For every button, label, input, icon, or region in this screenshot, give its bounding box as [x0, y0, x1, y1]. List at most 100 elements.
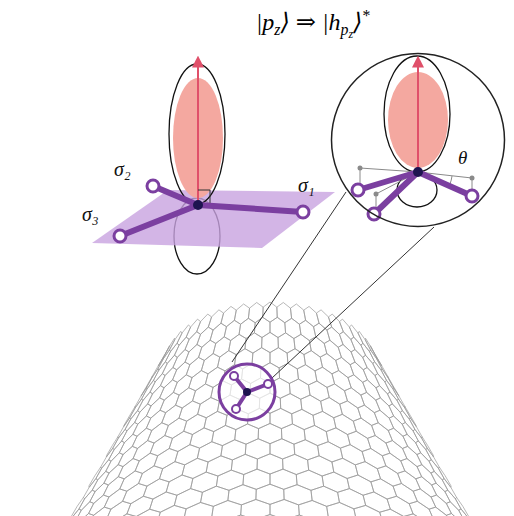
hexagon-cell [304, 306, 319, 326]
magnifier-circle: θ [330, 52, 506, 228]
hexagon-cell [234, 304, 249, 324]
hexagon-cell [133, 509, 161, 516]
formula-part: ⟩ ⇒ |h [280, 9, 340, 35]
hexagon-cell [338, 489, 366, 509]
hexagon-cell [362, 448, 386, 468]
hexagon-cell [135, 453, 158, 473]
hexagon-cell [165, 343, 179, 363]
hexagon-cell [158, 350, 170, 370]
hexagon-cell [201, 354, 219, 374]
hexagon-cell [376, 386, 392, 406]
hexagon-cell [184, 502, 213, 516]
hexagon-cell [257, 454, 283, 474]
hexagon-cell [354, 505, 383, 516]
hexagon-cell [308, 381, 329, 401]
hexagon-cell [432, 483, 451, 503]
hexagon-cell [148, 386, 164, 406]
hexagon-cell [431, 495, 451, 515]
hexagon-cell [327, 384, 347, 404]
hexagon-cell [189, 371, 208, 391]
hexagon-cell [109, 441, 125, 461]
hexagon-cell [409, 418, 422, 438]
hexagon-cell [184, 414, 207, 434]
hexagon-cell [442, 479, 456, 499]
graphene-mesh [14, 302, 514, 516]
hexagon-cell [208, 310, 223, 330]
hexagon-cell [74, 514, 94, 516]
hexagon-cell [113, 429, 127, 449]
magnified-orbital [330, 52, 506, 228]
hexagon-cell [285, 515, 316, 516]
hexagon-cell [446, 502, 464, 516]
hexagon-cell [96, 460, 111, 480]
hexagon-cell [389, 416, 407, 436]
hexagon-cell [339, 319, 353, 339]
hexagon-cell [89, 507, 111, 516]
hexagon-cell [321, 398, 343, 418]
hexagon-cell [315, 367, 335, 387]
hexagon-cell [119, 434, 137, 454]
hexagon-cell [340, 401, 361, 421]
hexagon-cell [241, 499, 270, 516]
hexagon-cell [299, 320, 315, 340]
hexagon-cell [118, 418, 131, 438]
hexagon-cell [417, 453, 434, 473]
hexagon-cell [389, 404, 405, 424]
hexagon-cell [304, 351, 323, 371]
hexagon-cell [130, 399, 143, 419]
hexagon-cell [142, 380, 156, 400]
hexagon-cell [162, 405, 182, 425]
hexagon-cell [258, 423, 282, 443]
hexagon-cell [169, 431, 192, 451]
formula-part: p [340, 21, 348, 38]
hexagon-cell [299, 500, 329, 516]
hexagon-cell [339, 332, 355, 352]
hexagon-cell [381, 369, 393, 389]
hexagon-cell [157, 505, 186, 516]
hexagon-cell [363, 492, 390, 512]
hexagon-cell [332, 371, 351, 391]
hexagon-cell [416, 477, 437, 497]
hexagon-cell [270, 499, 299, 516]
hexagon-cell [133, 416, 151, 436]
hexagon-cell [429, 460, 444, 480]
hexagon-cell [304, 425, 328, 445]
hexagon-cell [150, 492, 177, 512]
hexagon-cell [349, 325, 363, 345]
hexagon-cell [403, 434, 421, 454]
hexagon-cell [262, 332, 279, 352]
hexagon-cell [397, 399, 410, 419]
hexagon-cell [212, 500, 242, 516]
hexagon-cell [326, 428, 350, 448]
hexagon-cell [173, 350, 189, 370]
hexagon-cell [426, 448, 439, 468]
hexagon-cell [446, 514, 466, 516]
hexagon-cell [413, 429, 427, 449]
hexagon-cell [387, 392, 402, 412]
hexagon-cell [297, 365, 317, 385]
formula-part: * [362, 7, 370, 24]
hexagon-cell [370, 350, 382, 370]
hexagon-cell [90, 483, 109, 503]
angle-label: θ [458, 148, 467, 169]
hexagon-cell [110, 514, 136, 516]
hexagon-cell [147, 369, 159, 389]
hexagon-cell [387, 496, 413, 516]
hexagon-cell [363, 380, 381, 400]
hexagon-cell [311, 486, 339, 506]
hexagon-cell [351, 350, 367, 370]
hexagon-cell [313, 411, 336, 431]
formula-part: ⟩ [353, 9, 362, 35]
hexagon-cell [166, 475, 193, 495]
hexagon-cell [404, 514, 430, 516]
magnifier-outline [330, 52, 506, 228]
hexagon-cell [380, 509, 408, 516]
hexagon-cell [256, 484, 284, 504]
hexagon-cell [318, 442, 343, 462]
hexagon-cell [210, 323, 226, 343]
hexagon-cell [146, 398, 164, 418]
hexagon-cell [224, 320, 240, 340]
hexagon-cell [197, 442, 222, 462]
hexagon-cell [176, 388, 196, 408]
hexagon-cell [190, 428, 214, 448]
